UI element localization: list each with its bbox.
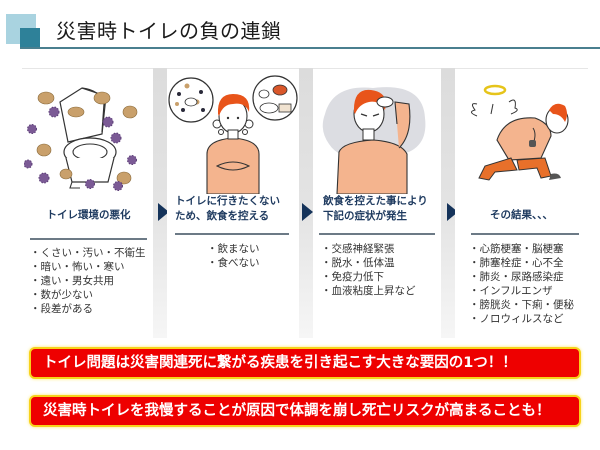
list-item: ・インフルエンザ: [469, 285, 553, 297]
panel-item-list: ・心筋梗塞・脳梗塞 ・肺塞栓症・心不全 ・肺炎・尿路感染症 ・インフルエンザ ・…: [469, 242, 574, 326]
panel-heading-line: その結果、、、: [490, 209, 553, 221]
panel-heading-line: トイレ環境の悪化: [46, 209, 131, 221]
flow-arrow-icon: [447, 203, 458, 221]
list-item: ・飲まない: [207, 243, 260, 255]
panel-symptoms: 飲食を控えた事により 下記の症状が発生 ・交感神経緊張 ・脱水・低体温 ・免疫力…: [313, 70, 441, 338]
page-title: 災害時トイレの負の連鎖: [56, 19, 282, 43]
list-item: ・肺塞栓症・心不全: [469, 257, 564, 269]
person-unwell-illustration: [322, 87, 426, 194]
list-item: ・くさい・汚い・不衛生: [30, 247, 146, 259]
title-underline: [20, 47, 600, 49]
panel-toilet-environment: トイレ環境の悪化 ・くさい・汚い・不衛生 ・暗い・怖い・寒い ・遠い・男女共用 …: [24, 70, 153, 338]
panel-heading: トイレに行きたくない ため、飲食を控える: [175, 194, 307, 224]
list-item: ・肺炎・尿路感染症: [469, 271, 564, 283]
person-avoiding-illustration: [168, 75, 298, 194]
list-item: ・膀胱炎・下痢・便秘: [469, 299, 574, 311]
panel-heading-line: ため、飲食を控える: [175, 210, 270, 222]
list-item: ・脱水・低体温: [321, 257, 395, 269]
panel-item-list: ・交感神経緊張 ・脱水・低体温 ・免疫力低下 ・血液粘度上昇など: [321, 242, 416, 298]
list-item: ・血液粘度上昇など: [321, 285, 416, 297]
panel-heading-line: 飲食を控えた事により: [323, 195, 428, 207]
list-item: ・交感神経緊張: [321, 243, 395, 255]
warning-banner: 災害時トイレを我慢することが原因で体調を崩し死亡リスクが高まることも！: [29, 395, 581, 427]
flow-arrow-icon: [158, 203, 169, 221]
panel-heading: トイレ環境の悪化: [24, 208, 153, 223]
list-item: ・ノロウィルスなど: [469, 313, 564, 325]
warning-banner: トイレ問題は災害関連死に繋がる疾患を引き起こす大きな要因の1つ！！: [29, 347, 581, 379]
list-item: ・数が少ない: [30, 289, 93, 301]
list-item: ・心筋梗塞・脳梗塞: [469, 243, 564, 255]
panel-item-list: ・くさい・汚い・不衛生 ・暗い・怖い・寒い ・遠い・男女共用 ・数が少ない ・段…: [30, 246, 146, 316]
list-item: ・免疫力低下: [321, 271, 384, 283]
panel-item-list: ・飲まない ・食べない: [207, 242, 260, 270]
dirty-toilet-illustration: [24, 87, 138, 191]
panel-avoid-eating: トイレに行きたくない ため、飲食を控える ・飲まない ・食べない: [167, 70, 299, 338]
list-item: ・暗い・怖い・寒い: [30, 261, 125, 273]
panel-heading: 飲食を控えた事により 下記の症状が発生: [323, 194, 451, 224]
panel-heading-line: 下記の症状が発生: [323, 210, 407, 222]
panel-divider: [175, 233, 289, 235]
panel-divider: [30, 238, 147, 240]
panel-results: その結果、、、 ・心筋梗塞・脳梗塞 ・肺塞栓症・心不全 ・肺炎・尿路感染症 ・イ…: [455, 70, 588, 338]
title-accent-square-dark: [20, 28, 40, 48]
panel-heading: その結果、、、: [455, 208, 588, 223]
list-item: ・食べない: [207, 257, 260, 269]
panel-divider: [319, 233, 435, 235]
panel-heading-line: トイレに行きたくない: [175, 195, 280, 207]
flow-arrow-icon: [302, 203, 313, 221]
list-item: ・遠い・男女共用: [30, 275, 114, 287]
person-collapsing-illustration: [471, 84, 569, 181]
panel-divider: [471, 233, 579, 235]
list-item: ・段差がある: [30, 303, 93, 315]
